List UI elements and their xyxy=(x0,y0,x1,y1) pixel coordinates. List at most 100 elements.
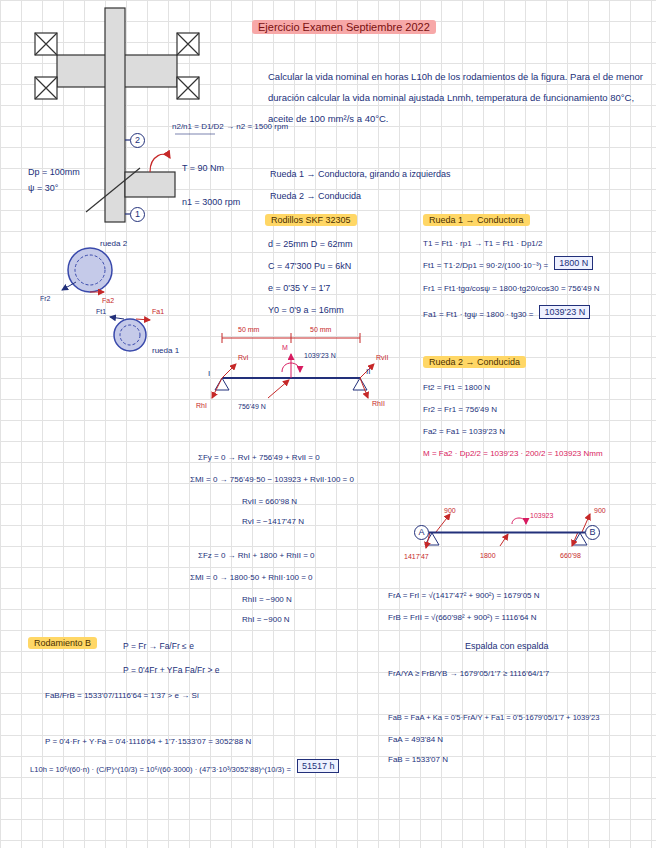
beam-line xyxy=(429,532,585,534)
node-text: Rueda 1 → Conductora xyxy=(429,215,524,225)
gear-mechanism-part xyxy=(35,33,57,55)
shaft-diagram-part xyxy=(291,354,292,378)
annotation-text: C = 47'300 Pu = 6kN xyxy=(268,260,351,272)
gear-icons-part xyxy=(68,248,112,292)
shaft-diagram-part xyxy=(291,333,292,343)
node-text: A xyxy=(418,527,424,537)
node-text: 1039'23 N xyxy=(544,307,585,317)
shaft-diagram-part xyxy=(268,380,289,398)
annotation-text: FrA/YA ≥ FrB/YB → 1679'05/1'7 ≥ 1116'64/… xyxy=(388,668,549,680)
gear-icons-part xyxy=(75,255,105,285)
shaft-diagram-part xyxy=(282,363,300,372)
annotation-text: 1039'23 N xyxy=(304,350,336,362)
node-text: 51517 h xyxy=(302,761,335,771)
annotation-text: Fa1 = Ft1 · tgψ = 1800 · tg30 = xyxy=(423,309,533,321)
annotation-text: 1800 xyxy=(480,550,496,562)
annotation-text: FaA = 493'84 N xyxy=(388,734,443,746)
annotation-text: Fa2 = Fa1 = 1039'23 N xyxy=(423,426,505,438)
bearing-load-diagram-part xyxy=(436,514,450,532)
node-text: Rodillos SKF 32305 xyxy=(271,215,351,225)
node-text: 2 xyxy=(135,135,140,145)
bearing-load-diagram-part xyxy=(500,534,508,546)
bearing-load-diagram xyxy=(425,514,590,548)
gear-icons-part xyxy=(62,282,76,290)
annotation-text: FrA = FrI = √(1417'47² + 900²) = 1679'05… xyxy=(388,590,540,602)
annotation-text: FaB = FaA + Ka = 0'5·FrA/Y + Fa1 = 0'5·1… xyxy=(388,712,599,724)
gear-mechanism-part xyxy=(177,77,199,99)
gear-mechanism xyxy=(35,8,199,222)
annotation-text: P = 0'4·Fr + Y·Fa = 0'4·1116'64 + 1'7·15… xyxy=(45,736,251,748)
annotation-text: RvI = −1417'47 N xyxy=(242,516,304,528)
annotation-text: Fr1 = Ft1·tgα/cosψ = 1800·tg20/cos30 = 7… xyxy=(423,283,600,295)
page-title: Ejercicio Examen Septiembre 2022 xyxy=(252,20,436,34)
annotation-text: ΣMI = 0 → 756'49·50 − 103923 + RvII·100 … xyxy=(190,474,354,486)
node-text: 1800 N xyxy=(559,258,588,268)
shaft-diagram-part xyxy=(222,364,236,378)
annotation-text: RvI xyxy=(238,352,249,364)
shaft-diagram-part xyxy=(360,333,361,343)
annotation-text: RvII = 660'98 N xyxy=(242,496,297,508)
annotation-text: e = 0'35 Y = 1'7 xyxy=(268,282,330,294)
callout-circle: B xyxy=(585,525,600,540)
shaft-diagram-part xyxy=(353,378,367,390)
bearing-load-diagram-part xyxy=(572,532,578,546)
annotation-text: 900 xyxy=(444,505,456,517)
annotation-text: RhII xyxy=(372,398,385,410)
annotation-text: RhI xyxy=(196,400,207,412)
shaft-diagram-part xyxy=(360,378,368,398)
annotation-text: Ft1 xyxy=(96,306,106,318)
annotation-text: Fr2 xyxy=(40,293,51,305)
annotation-text: Fr2 = Fr1 = 756'49 N xyxy=(423,404,497,416)
gear-mechanism-part xyxy=(35,77,57,99)
result-box: 51517 h xyxy=(297,759,340,773)
gear-mechanism-part xyxy=(177,77,199,99)
annotation-text: Ft2 = Ft1 = 1800 N xyxy=(423,382,490,394)
result-box: 1039'23 N xyxy=(539,305,590,319)
highlighted-heading: Rodillos SKF 32305 xyxy=(265,214,357,226)
annotation-text: T = 90 Nm xyxy=(182,162,224,174)
gear-mechanism-part xyxy=(177,33,199,55)
annotation-text: ψ = 30° xyxy=(28,182,58,194)
gear-icons-part xyxy=(110,317,124,319)
annotation-text: 1417'47 xyxy=(404,551,429,563)
annotation-text: 900 xyxy=(594,505,606,517)
annotation-text: I xyxy=(208,368,210,380)
gear-mechanism-part xyxy=(150,154,170,172)
annotation-text: Fa2 xyxy=(102,295,114,307)
gear-icons-part xyxy=(120,325,140,345)
annotation-text: 756'49 N xyxy=(238,401,266,413)
highlighted-heading: Rueda 2 → Conducida xyxy=(423,356,526,368)
annotation-text: RhI = −900 N xyxy=(242,614,290,626)
annotation-text: 103923 xyxy=(530,510,553,522)
gear-mechanism-part xyxy=(125,172,175,197)
annotation-text: 660'98 xyxy=(560,550,581,562)
node-text: B xyxy=(589,527,595,537)
highlighted-heading: Rueda 1 → Conductora xyxy=(423,214,530,226)
annotation-text: FaB = 1533'07 N xyxy=(388,754,448,766)
shaft-diagram-part xyxy=(222,333,223,343)
gear-mechanism-part xyxy=(35,77,57,99)
annotation-text: n1 = 3000 rpm xyxy=(182,196,240,208)
equation-underline xyxy=(175,134,215,135)
annotation-text: d = 25mm D = 62mm xyxy=(268,238,353,250)
annotation-text: 50 mm xyxy=(310,324,331,336)
annotation-text: Calcular la vida nominal en horas L10h d… xyxy=(268,66,650,129)
annotation-text: Rueda 2 → Conducida xyxy=(270,190,361,202)
gear-icons xyxy=(62,248,150,351)
annotation-text: FaB/FrB = 1533'07/1116'64 = 1'37 > e → S… xyxy=(45,690,199,702)
shaft-diagram xyxy=(212,333,374,398)
annotation-text: RhII = −900 N xyxy=(242,594,292,606)
result-box: 1800 N xyxy=(554,256,593,270)
gear-icons-part xyxy=(114,319,146,351)
annotation-text: 50 mm xyxy=(238,324,259,336)
annotation-text: RvII xyxy=(376,352,388,364)
highlighted-heading: Rodamiento B xyxy=(28,637,97,649)
annotation-text: FrB = FrII = √(660'98² + 900²) = 1116'64… xyxy=(388,612,537,624)
annotation-text: Fa1 xyxy=(152,306,164,318)
shaft-diagram-part xyxy=(212,378,222,398)
shaft-diagram-part xyxy=(360,364,374,378)
annotation-text: P = Fr → Fa/Fr ≤ e xyxy=(123,640,194,652)
annotation-text: rueda 1 xyxy=(152,345,179,357)
annotation-text: Ft1 = T1·2/Dp1 = 90·2/(100·10⁻³) = xyxy=(423,260,548,272)
